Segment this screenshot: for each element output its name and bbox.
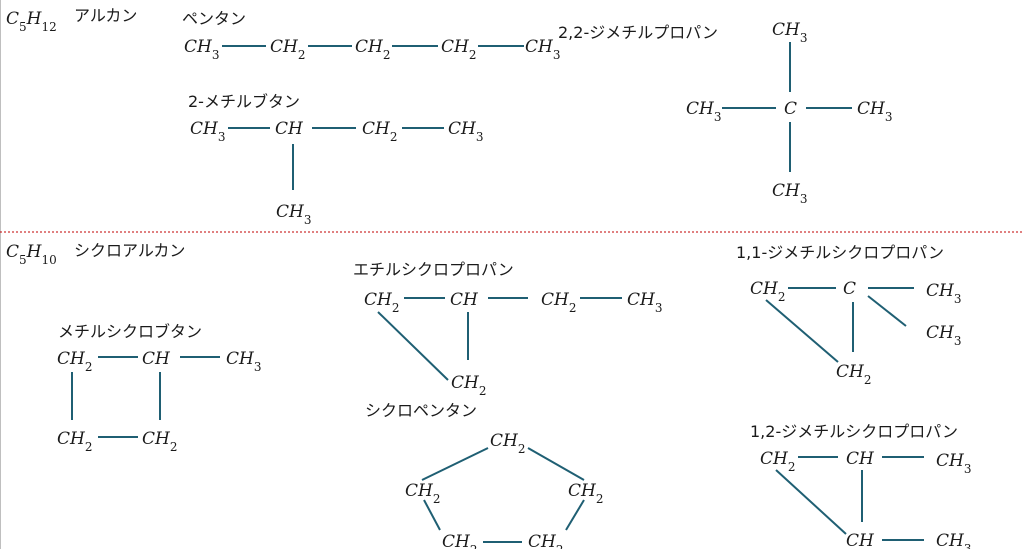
atom: CH3 bbox=[226, 349, 261, 374]
atom: CH bbox=[275, 119, 304, 139]
atom: CH3 bbox=[276, 202, 311, 227]
atom: CH bbox=[846, 449, 875, 469]
atom: CH bbox=[846, 531, 875, 549]
molecule-name: シクロペンタン bbox=[365, 401, 477, 420]
atom: CH2 bbox=[57, 349, 92, 374]
molecule-name: メチルシクロブタン bbox=[58, 322, 202, 341]
atom: C bbox=[843, 279, 856, 299]
atom: CH2 bbox=[142, 429, 177, 454]
atom: CH3 bbox=[184, 37, 219, 62]
molecule-name: エチルシクロプロパン bbox=[353, 260, 514, 279]
molecule-1-2-dimethylcyclopropane: 1,2-ジメチルシクロプロパン CH2 CH CH3 CH CH3 bbox=[750, 422, 971, 549]
atom: CH3 bbox=[686, 99, 721, 124]
atom: CH2 bbox=[490, 431, 525, 456]
molecule-name: 2,2-ジメチルプロパン bbox=[558, 23, 718, 42]
atom: CH2 bbox=[405, 481, 440, 506]
atom: CH3 bbox=[857, 99, 892, 124]
atom: CH2 bbox=[836, 362, 871, 387]
molecule-name: 2-メチルブタン bbox=[188, 92, 300, 111]
atom: CH3 bbox=[772, 181, 807, 206]
atom: CH2 bbox=[57, 429, 92, 454]
atom: CH3 bbox=[936, 451, 971, 476]
molecule-name: 1,2-ジメチルシクロプロパン bbox=[750, 422, 958, 441]
atom: CH2 bbox=[355, 37, 390, 62]
atom: CH2 bbox=[568, 481, 603, 506]
atom: CH3 bbox=[926, 323, 961, 348]
section-formula-cycloalkane: C5H10 bbox=[6, 242, 57, 267]
atom: CH3 bbox=[627, 290, 662, 315]
section-formula-alkane: C5H12 bbox=[6, 9, 57, 34]
section-category-alkane: アルカン bbox=[74, 6, 137, 25]
atom: CH3 bbox=[772, 20, 807, 45]
atom: CH2 bbox=[451, 373, 486, 398]
atom: C bbox=[784, 99, 797, 119]
molecule-name: ペンタン bbox=[182, 9, 246, 28]
molecule-methylcyclobutane: メチルシクロブタン CH2 CH CH3 CH2 CH2 bbox=[57, 322, 261, 454]
molecule-ethylcyclopropane: エチルシクロプロパン CH2 CH CH2 CH3 CH2 bbox=[353, 260, 662, 398]
atom: CH2 bbox=[364, 290, 399, 315]
molecule-1-1-dimethylcyclopropane: 1,1-ジメチルシクロプロパン CH2 C CH3 CH3 CH2 bbox=[736, 243, 961, 387]
molecule-pentane: ペンタン CH3 CH2 CH2 CH2 CH3 bbox=[182, 9, 560, 62]
molecule-name: 1,1-ジメチルシクロプロパン bbox=[736, 243, 944, 262]
atom: CH2 bbox=[270, 37, 305, 62]
atom: CH2 bbox=[750, 279, 785, 304]
molecule-2-2-dimethylpropane: 2,2-ジメチルプロパン CH3 CH3 C CH3 CH3 bbox=[558, 20, 892, 206]
atom: CH3 bbox=[936, 531, 971, 549]
atom: CH bbox=[142, 349, 171, 369]
atom: CH3 bbox=[190, 119, 225, 144]
molecule-2-methylbutane: 2-メチルブタン CH3 CH CH2 CH3 CH3 bbox=[188, 92, 483, 227]
atom: CH2 bbox=[528, 532, 563, 549]
atom: CH2 bbox=[541, 290, 576, 315]
atom: CH2 bbox=[441, 37, 476, 62]
atom: CH2 bbox=[362, 119, 397, 144]
molecule-cyclopentane: シクロペンタン CH2 CH2 CH2 CH2 CH2 bbox=[365, 401, 603, 549]
atom: CH3 bbox=[448, 119, 483, 144]
atom: CH2 bbox=[442, 532, 477, 549]
section-category-cycloalkane: シクロアルカン bbox=[74, 241, 185, 260]
atom: CH2 bbox=[760, 449, 795, 474]
atom: CH bbox=[450, 290, 479, 310]
atom: CH3 bbox=[525, 37, 560, 62]
atom: CH3 bbox=[926, 281, 961, 306]
